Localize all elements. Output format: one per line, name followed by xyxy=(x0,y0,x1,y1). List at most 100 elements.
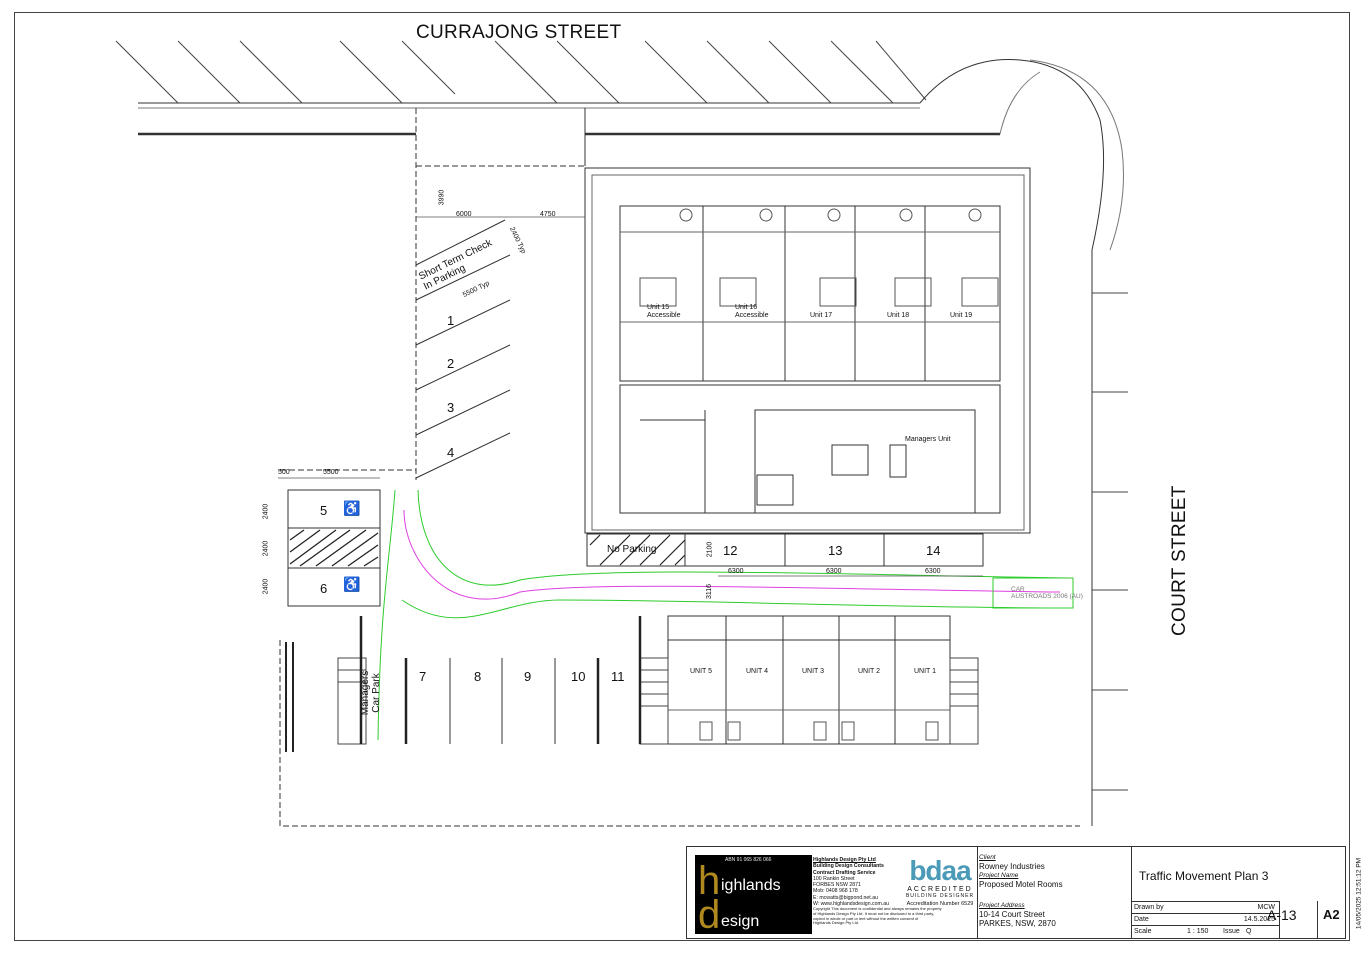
drawing-meta: Drawn by MCW Date 14.5.2025 Scale 1 : 150 Is… xyxy=(1131,901,1279,937)
project-name-label: Project Name xyxy=(979,872,1019,879)
bay-number: 4 xyxy=(447,445,455,460)
dimension: 5500 xyxy=(323,469,339,476)
company-details: Highlands Design Pty Ltd Building Design… xyxy=(813,857,973,926)
date-label: Date xyxy=(1134,916,1149,923)
address-line-1: 10-14 Court Street xyxy=(979,910,1045,919)
company-line: E: mcwatts@bigpond.net.au xyxy=(813,894,878,901)
street-parking-hatch xyxy=(115,40,927,104)
scale-value: 1 : 150 xyxy=(1187,928,1209,935)
bay-number: 1 xyxy=(447,313,455,328)
dimension: 2400 xyxy=(262,503,270,520)
company-line: Highlands Design Pty Ltd xyxy=(813,857,876,863)
dimension: 4750 xyxy=(540,211,556,218)
vehicle-template-label: CAR AUSTROADS 2006 (AU) xyxy=(1011,586,1083,600)
dimension: 6300 xyxy=(826,568,842,575)
bay-number: 5 xyxy=(320,503,328,518)
accreditation-number: Accreditation Number 6529 xyxy=(906,901,974,907)
project-info: Client Rowney Industries Project Name Pr… xyxy=(979,853,1129,928)
logo-word-1: ighlands xyxy=(721,877,781,894)
address-line-2: PARKES, NSW, 2870 xyxy=(979,919,1056,928)
swept-path-centre xyxy=(403,509,1061,600)
issue-label: Issue xyxy=(1223,928,1240,935)
dimension: 3116 xyxy=(706,583,714,600)
unit-name: UNIT 4 xyxy=(746,668,769,675)
managers-unit-label: Managers Unit xyxy=(905,436,951,443)
issue-value: Q xyxy=(1246,928,1252,935)
dimension: 6300 xyxy=(925,568,941,575)
abn: ABN 91 065 826 066 xyxy=(725,857,772,863)
dimension: 6000 xyxy=(456,211,472,218)
short-term-bays xyxy=(415,219,511,479)
unit-name: Unit 17 xyxy=(810,312,833,319)
managers-line-2: Car Park xyxy=(371,673,383,713)
company-line: Mob: 0408 968 178 xyxy=(813,888,858,895)
bay-number: 2 xyxy=(447,356,455,371)
bays-12-14 xyxy=(684,533,984,567)
bay-number: 10 xyxy=(571,669,586,684)
no-parking-label: No Parking xyxy=(607,544,657,555)
unit-label: Unit 15 Accessible xyxy=(647,304,680,320)
bay-number: 8 xyxy=(474,669,482,684)
dimension: 2400 xyxy=(262,540,270,557)
company-line: Contract Drafting Service xyxy=(813,869,876,876)
project-address-label: Project Address xyxy=(979,902,1025,909)
bays-5-6 xyxy=(287,489,381,607)
bay-dividers xyxy=(359,616,642,744)
sheet-number: A-13 xyxy=(1267,907,1297,923)
unit-name: Unit 16 xyxy=(735,304,758,311)
bike-rack xyxy=(285,642,294,752)
unit-note: Accessible xyxy=(647,312,681,319)
print-stamp: 14/05/2025 12:51:12 PM xyxy=(1355,857,1363,930)
managers-car-park-label: Managers Car Park xyxy=(360,671,382,715)
logo-letter-d: d xyxy=(698,893,721,937)
copyright-line: copied in whole or part or lent without … xyxy=(813,915,919,921)
dimension: 3990 xyxy=(438,189,446,206)
managers-line-1: Managers xyxy=(360,670,372,716)
dimension: 6300 xyxy=(728,568,744,575)
street-name-court: COURT STREET xyxy=(1169,485,1190,636)
company-line: FORBES NSW 2871 xyxy=(813,882,861,889)
accessible-icon: ♿ xyxy=(343,576,361,592)
bay-number: 3 xyxy=(447,400,455,415)
bay-number: 13 xyxy=(828,543,843,558)
logo-letter-h: h xyxy=(698,859,721,903)
company-logo: ABN 91 065 826 066 h ighlands d esign xyxy=(695,855,812,937)
company-line: 100 Rankin Street xyxy=(813,875,855,882)
unit-name: UNIT 5 xyxy=(690,668,713,675)
drawn-by-label: Drawn by xyxy=(1134,904,1164,911)
scale-label: Scale xyxy=(1134,928,1152,935)
bay-number: 11 xyxy=(611,669,625,684)
logo-word-2: esign xyxy=(721,913,760,930)
drawn-by-value: MCW xyxy=(1257,904,1276,911)
bay-number: 6 xyxy=(320,581,328,596)
unit-name: UNIT 2 xyxy=(858,668,881,675)
sheet-size: A2 xyxy=(1323,907,1340,922)
dimension: 2400 xyxy=(262,578,270,595)
motel-building xyxy=(584,167,1031,534)
bay-number: 7 xyxy=(419,669,427,684)
unit-name: UNIT 3 xyxy=(802,668,825,675)
units-1-5 xyxy=(667,615,951,745)
title-block: ABN 91 065 826 066 h ighlands d esign Hi… xyxy=(686,846,1346,939)
copyright-line: of Highlands Design Pty Ltd. It must not… xyxy=(813,910,935,916)
company-line: W: www.highlandsdesign.com.au xyxy=(813,901,890,908)
unit-name: UNIT 1 xyxy=(914,668,937,675)
date-value: 14.5.2025 xyxy=(1243,916,1275,923)
unit-name: Unit 18 xyxy=(887,312,910,319)
car-template xyxy=(992,577,1074,609)
company-line: Building Design Consultants xyxy=(813,863,884,870)
accessible-icon: ♿ xyxy=(343,500,361,516)
unit-name: Unit 15 xyxy=(647,304,670,311)
bay-number: 14 xyxy=(926,543,941,558)
vehicle-standard: AUSTROADS 2006 (AU) xyxy=(1011,593,1083,600)
street-name-currajong: CURRAJONG STREET xyxy=(416,22,622,43)
bdaa-badge: bdaa ACCREDITED BUILDING DESIGNER Accred… xyxy=(899,857,981,908)
dimension: 500 xyxy=(278,469,290,476)
drawing-title: Traffic Movement Plan 3 xyxy=(1139,869,1269,883)
managers-unit-outline xyxy=(619,384,1001,514)
copyright-line: Copyright This document is confidential … xyxy=(813,906,942,912)
stairs xyxy=(337,657,979,745)
copyright-line: Highlands Design Pty Ltd. xyxy=(813,920,860,926)
building-designer-text: BUILDING DESIGNER xyxy=(905,893,975,899)
